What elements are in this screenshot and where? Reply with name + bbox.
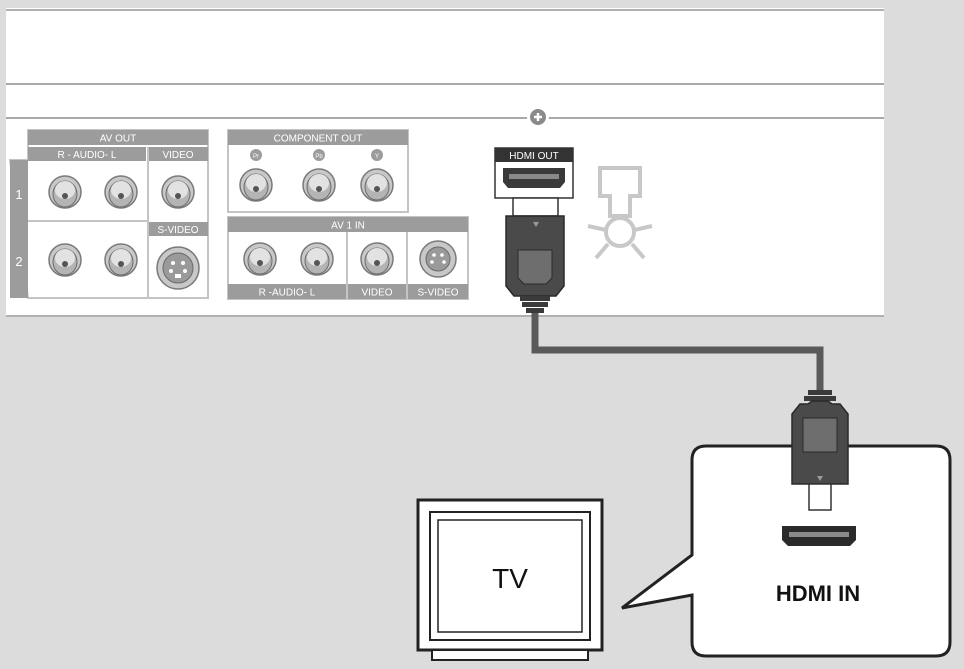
hdmi-out-label: HDMI OUT <box>509 151 558 162</box>
av-out-audio-r-jack-2 <box>48 243 82 277</box>
av-out-s-video-label: S-VIDEO <box>157 225 198 236</box>
av1-in-s-video-jack <box>419 240 457 278</box>
av-out-audio-l-jack-2 <box>104 243 138 277</box>
av-out-audio-r-jack-1 <box>48 175 82 209</box>
tv-icon: TV <box>416 498 604 661</box>
component-pr-label: Pr <box>253 154 259 160</box>
panel-screw-icon <box>527 106 549 128</box>
av-out-section: AV OUT R - AUDIO- L VIDEO 1 2 S-VIDEO <box>8 129 209 299</box>
tv-label: TV <box>492 563 528 594</box>
hdmi-in-label: HDMI IN <box>776 581 860 606</box>
hdmi-plug-top <box>505 197 565 313</box>
av1-in-title: AV 1 IN <box>331 221 365 232</box>
av-out-row-2-label: 2 <box>15 254 22 269</box>
hdmi-out-port: HDMI OUT <box>494 147 574 199</box>
rca-jacks <box>48 168 394 277</box>
av1-in-video-label: VIDEO <box>361 288 392 299</box>
component-pb-label: Pb <box>315 154 323 160</box>
hdmi-plug-bottom <box>791 390 849 511</box>
av1-in-audio-label: R -AUDIO- L <box>259 288 316 299</box>
hdmi-in-callout: HDMI IN <box>621 444 952 658</box>
av-out-video-jack-1 <box>161 175 195 209</box>
av1-in-s-video-label: S-VIDEO <box>417 288 458 299</box>
av-out-title: AV OUT <box>100 134 136 145</box>
hdmi-cable <box>531 310 824 395</box>
av1-in-audio-r-jack <box>243 242 277 276</box>
component-out-section: COMPONENT OUT Pr Pb Y <box>227 129 409 213</box>
component-out-title: COMPONENT OUT <box>274 134 363 145</box>
av1-in-video-jack <box>360 242 394 276</box>
av1-in-audio-l-jack <box>300 242 334 276</box>
av-out-audio-label: R - AUDIO- L <box>58 150 117 161</box>
component-pr-jack <box>239 168 273 202</box>
av-out-row-1-label: 1 <box>15 187 22 202</box>
av-out-audio-l-jack-1 <box>104 175 138 209</box>
component-pb-jack <box>302 168 336 202</box>
av-out-video-label: VIDEO <box>162 150 193 161</box>
component-y-jack <box>360 168 394 202</box>
hdmi-in-port-icon <box>782 526 856 546</box>
component-y-label: Y <box>375 154 379 160</box>
lock-connector-outline-icon <box>587 166 653 260</box>
av1-in-section: AV 1 IN R -AUDIO- L VIDEO S-VIDEO <box>227 216 469 300</box>
av-out-s-video-jack <box>156 246 200 290</box>
